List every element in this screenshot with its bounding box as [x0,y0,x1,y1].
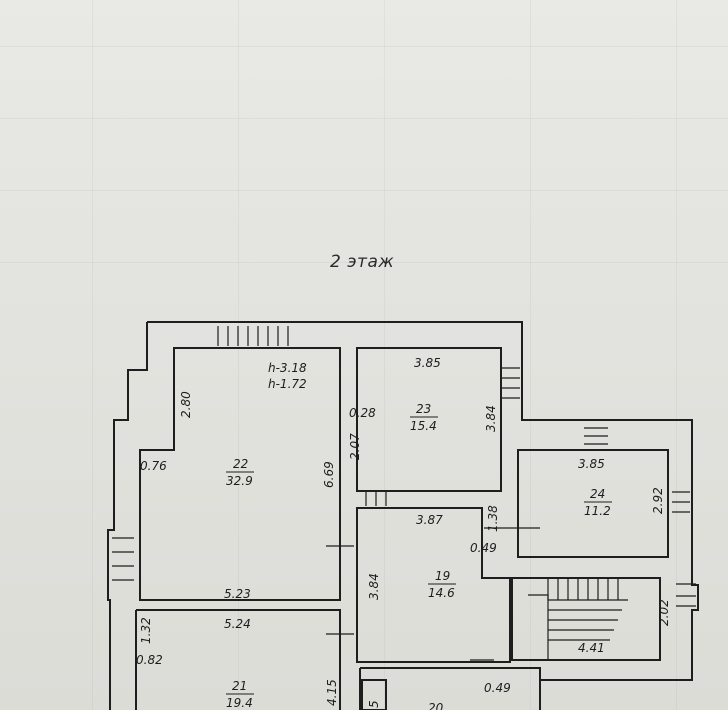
room-19-area: 14.6 [428,586,455,600]
dim-0-49-b: 0.49 [484,681,511,695]
room-22-number: 22 [233,457,248,471]
room-21-wall [135,609,341,710]
room-24-number: 24 [590,487,605,501]
room-19-number: 19 [435,569,450,583]
room-23-area: 15.4 [410,419,437,433]
dim-3-84-b: 3.84 [367,573,381,600]
room-22-wall [139,347,341,601]
dim-6-69: 6.69 [322,461,336,488]
dim-3-84-a: 3.84 [484,405,498,432]
room-23-label: 23 15.4 [410,402,438,433]
room-24-label: 24 11.2 [584,487,612,518]
dim-2-80: 2.80 [179,391,193,418]
room-20-number: 20 [428,701,444,710]
stair-treads [528,578,628,660]
room-23-wall [356,347,502,492]
outer-wall [147,321,699,710]
dim-3-85-a: 3.85 [414,356,441,370]
room-20-wall [359,667,541,710]
dim-2-02: 2.02 [657,599,671,626]
dim-2-07: 2.07 [348,433,362,460]
room-24-area: 11.2 [584,504,611,518]
dim-5: 5 [367,700,381,708]
ceiling-height-label: h-3.18 [268,361,307,375]
dim-3-85-b: 3.85 [578,457,605,471]
room-21-label: 21 19.4 [226,679,254,710]
dim-5-24: 5.24 [224,617,251,631]
room-24-wall [517,449,669,558]
floor-title: 2 этаж [330,252,395,272]
room-21-number: 21 [232,679,247,693]
room-20-label: 20 [428,701,444,710]
dim-0-28: 0.28 [349,406,376,420]
windows [112,326,696,661]
ceiling-height-label-2: h-1.72 [268,377,307,391]
room-21-area: 19.4 [226,696,253,710]
dim-0-49-a: 0.49 [470,541,497,555]
staircase [511,577,661,661]
dim-2-92: 2.92 [651,487,665,514]
room-19-label: 19 14.6 [428,569,456,600]
dim-1-38: 1.38 [486,505,500,532]
room-23-number: 23 [416,402,431,416]
outer-wall-left [107,322,148,710]
dim-4-15: 4.15 [325,679,339,706]
dim-1-32: 1.32 [139,617,153,644]
dim-5-23: 5.23 [224,587,251,601]
dim-3-87: 3.87 [416,513,443,527]
room-22-label: 22 32.9 [226,457,254,488]
dim-0-76: 0.76 [140,459,167,473]
room-22-area: 32.9 [226,474,253,488]
dim-0-82: 0.82 [136,653,163,667]
dim-4-41: 4.41 [578,641,605,655]
room-20-closet [361,679,387,710]
room-19-wall [356,507,511,663]
